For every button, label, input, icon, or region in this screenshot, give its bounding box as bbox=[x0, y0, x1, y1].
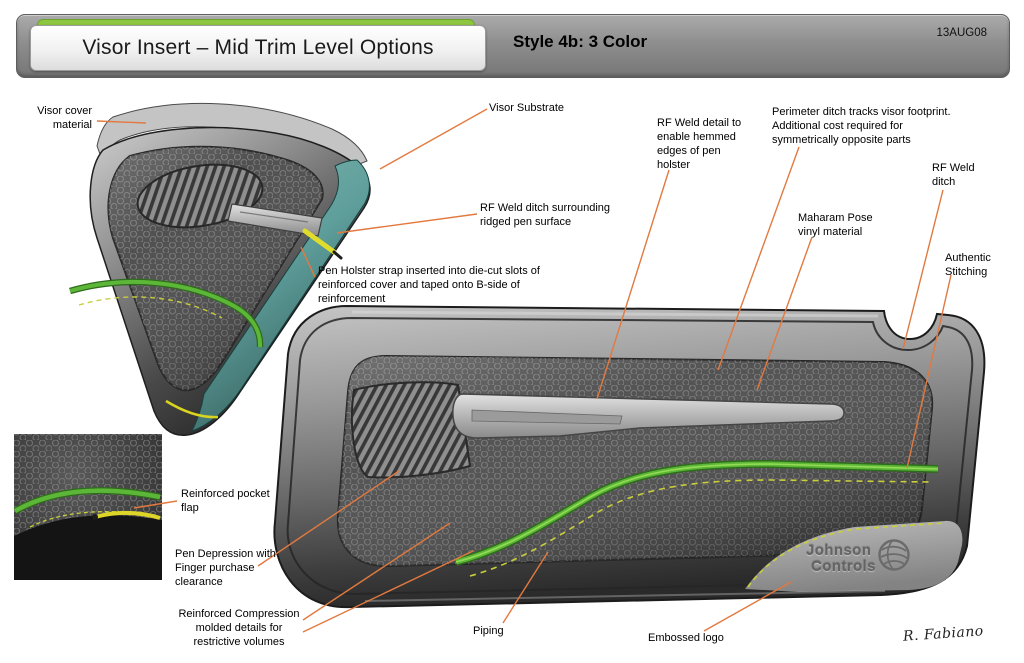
leader-maharam bbox=[756, 236, 813, 391]
leader-pen-depression bbox=[257, 470, 400, 567]
label-reinforced-pocket-flap: Reinforced pocket flap bbox=[181, 488, 270, 515]
leader-embossed bbox=[703, 581, 792, 632]
label-rf-weld-detail: RF Weld detail to enable hemmed edges of… bbox=[657, 117, 742, 172]
embossed-logo-text-line1: Johnson bbox=[806, 542, 872, 559]
leader-pocket-flap bbox=[133, 500, 178, 509]
pen-depression-ribs bbox=[351, 381, 472, 479]
pen-yellow bbox=[302, 228, 337, 255]
label-visor-cover-material: Visor cover material bbox=[37, 105, 92, 132]
leader-visor-substrate bbox=[379, 108, 488, 170]
front-stitch-line bbox=[469, 479, 931, 577]
leader-rf-weld-pen bbox=[336, 213, 478, 234]
pen-tip bbox=[332, 250, 343, 260]
style-label: Style 4b: 3 Color bbox=[513, 32, 648, 51]
pocket-flap-detail-inset bbox=[14, 434, 162, 580]
leader-holster-strap bbox=[300, 246, 316, 278]
pen-holster-slot-detail bbox=[471, 409, 623, 425]
label-pen-holster-strap: Pen Holster strap inserted into die-cut … bbox=[318, 265, 540, 306]
inset-piping-green bbox=[14, 488, 161, 513]
leader-compression-b bbox=[302, 550, 474, 633]
leader-visor-cover bbox=[96, 120, 147, 124]
date-label: 13AUG08 bbox=[936, 27, 987, 39]
pen-holster-strap bbox=[452, 393, 845, 439]
inset-pen-yellow bbox=[94, 510, 161, 520]
pen-holster-slot bbox=[239, 211, 309, 223]
leader-compression-a bbox=[302, 522, 451, 621]
leader-authentic bbox=[906, 274, 952, 469]
label-perimeter-ditch: Perimeter ditch tracks visor footprint. … bbox=[772, 106, 951, 147]
piping-green bbox=[69, 279, 263, 348]
label-reinforced-compression: Reinforced Compression molded details fo… bbox=[178, 608, 300, 649]
title-box: Visor Insert – Mid Trim Level Options bbox=[30, 25, 486, 71]
inset-pen-tip bbox=[92, 514, 98, 520]
front-visor-render bbox=[273, 304, 986, 609]
inset-flap-shadow bbox=[14, 515, 162, 580]
label-embossed-logo: Embossed logo bbox=[648, 632, 724, 644]
leader-perimeter bbox=[717, 146, 800, 371]
stitch-line bbox=[78, 296, 223, 319]
label-rf-weld-ditch: RF Weld ditch bbox=[932, 162, 975, 189]
front-piping-highlight bbox=[455, 463, 939, 563]
pen-holster-small bbox=[227, 203, 323, 237]
jc-patch bbox=[745, 520, 963, 592]
leader-rf-weld-ditch bbox=[902, 189, 944, 350]
label-rf-weld-ditch-pen-surface: RF Weld ditch surrounding ridged pen sur… bbox=[480, 202, 611, 229]
header-bar: Visor Insert – Mid Trim Level Options St… bbox=[16, 14, 1010, 78]
pocket-flap-yellow-edge bbox=[165, 399, 219, 419]
perspective-visor-render bbox=[69, 102, 371, 436]
patch-stitch bbox=[747, 522, 945, 588]
label-piping: Piping bbox=[473, 625, 504, 637]
label-authentic-stitching: Authentic Stitching bbox=[945, 252, 991, 279]
label-pen-depression: Pen Depression with Finger purchase clea… bbox=[175, 548, 276, 589]
front-visor-top-highlight bbox=[351, 310, 879, 318]
embossed-logo-text-line2: Controls bbox=[811, 558, 876, 575]
leader-lines bbox=[96, 108, 952, 633]
front-bottom-highlight bbox=[364, 590, 886, 602]
page-title: Visor Insert – Mid Trim Level Options bbox=[82, 36, 434, 59]
johnson-controls-globe-icon bbox=[878, 539, 910, 571]
label-visor-substrate: Visor Substrate bbox=[489, 102, 565, 114]
leader-piping bbox=[502, 551, 549, 624]
leader-rf-weld-detail bbox=[596, 169, 670, 400]
label-maharam-pose-vinyl: Maharam Pose vinyl material bbox=[798, 212, 873, 239]
